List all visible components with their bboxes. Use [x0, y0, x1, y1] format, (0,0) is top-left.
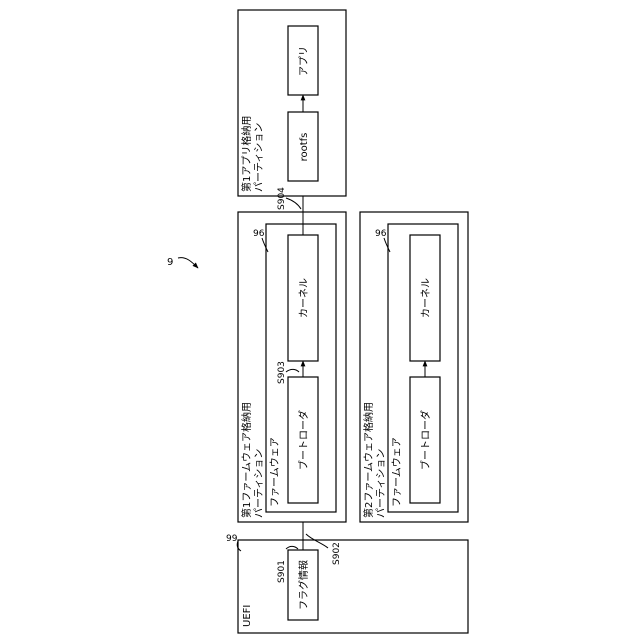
fw1-ref-96: 96	[253, 229, 265, 239]
app-label: アプリ	[298, 46, 310, 76]
fw2-ref-96: 96	[375, 229, 387, 239]
fw2-title-line2: パーティション	[375, 449, 387, 518]
fw2-title-line1: 第2ファームウェア格納用	[362, 402, 375, 518]
step-s901: S901	[277, 560, 287, 583]
app-title-line1: 第1アプリ格納用	[240, 116, 253, 192]
fw1-kernel-label: カーネル	[298, 278, 310, 318]
uefi-region: UEFI 99 フラグ情報 S901 S902	[226, 534, 468, 633]
flag-info-label: フラグ情報	[297, 560, 310, 610]
ref-9-label: 9	[167, 257, 173, 268]
step-s903: S903	[277, 361, 287, 384]
fw-partition-2: 第2ファームウェア格納用 パーティション ファームウェア 96 ブートローダ カ…	[360, 212, 468, 522]
app-title-line2: パーティション	[253, 123, 265, 192]
step-s902: S902	[332, 542, 342, 565]
ref-9-arrow	[178, 258, 198, 268]
fw1-title-line1: 第1ファームウェア格納用	[240, 402, 253, 518]
fw-partition-1: 第1ファームウェア格納用 パーティション ファームウェア 96 ブートローダ カ…	[238, 212, 346, 522]
s904-leader	[286, 198, 301, 209]
uefi-box	[238, 540, 468, 633]
fw1-title-line2: パーティション	[253, 449, 265, 518]
fw2-bootloader-label: ブートローダ	[419, 410, 432, 470]
fw1-firmware-label: ファームウェア	[269, 437, 281, 507]
fw2-firmware-label: ファームウェア	[391, 437, 403, 507]
rootfs-label: rootfs	[299, 133, 310, 162]
fw2-kernel-label: カーネル	[420, 278, 432, 318]
fw1-bootloader-label: ブートローダ	[297, 410, 310, 470]
app-partition: 第1アプリ格納用 パーティション rootfs アプリ S904	[238, 10, 346, 210]
ref-99-label: 99	[226, 534, 238, 544]
step-s904: S904	[277, 187, 287, 210]
reference-9: 9	[167, 257, 198, 268]
uefi-label: UEFI	[242, 605, 253, 627]
